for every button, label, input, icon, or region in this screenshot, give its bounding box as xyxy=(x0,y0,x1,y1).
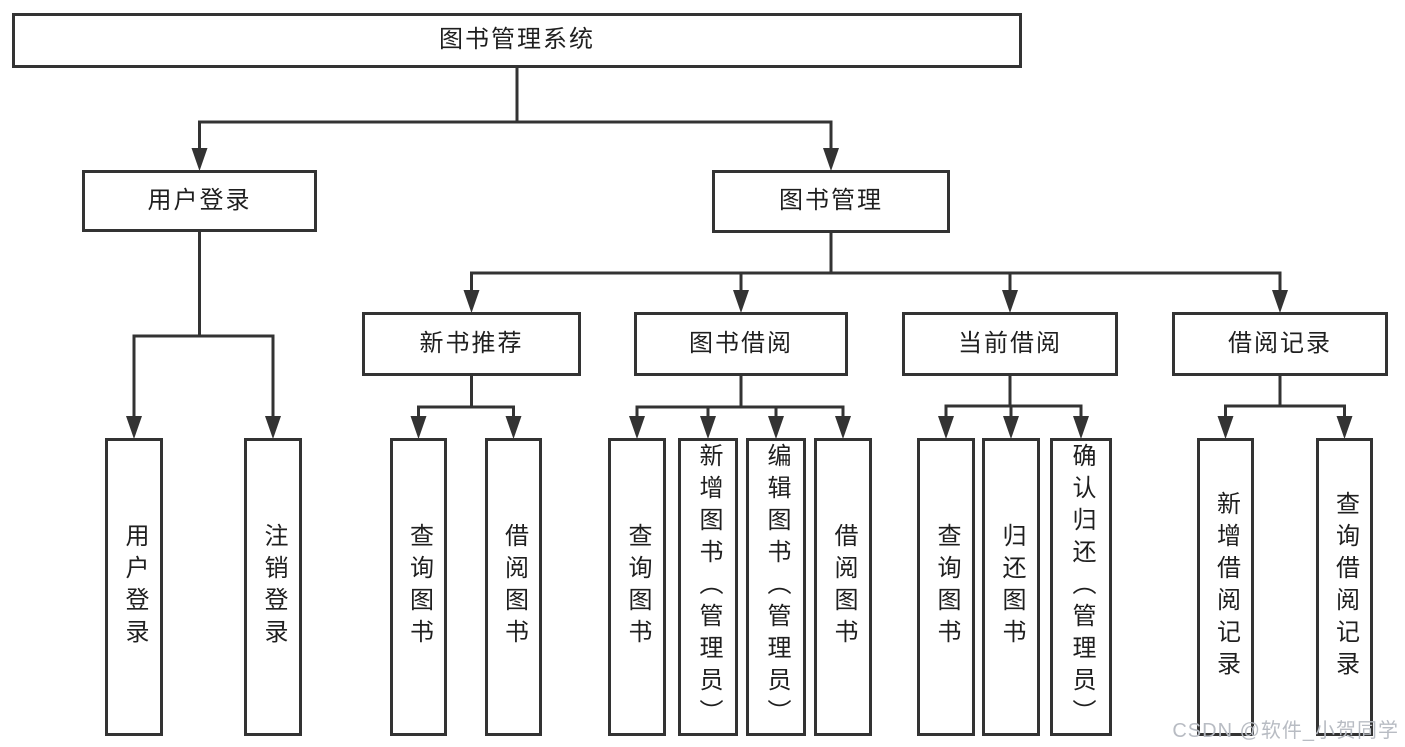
node-book-borrow: 图书借阅 xyxy=(634,312,848,376)
node-label: 确认归还（管理员） xyxy=(1068,443,1095,731)
node-new-book-rec: 新书推荐 xyxy=(362,312,581,376)
node-bb-borrow-books: 借阅图书 xyxy=(814,438,872,736)
node-label: 当前借阅 xyxy=(958,329,1062,357)
node-bb-query-books: 查询图书 xyxy=(608,438,666,736)
node-label: 借阅图书 xyxy=(500,523,528,651)
node-br-query-record: 查询借阅记录 xyxy=(1316,438,1373,736)
node-label: 查询图书 xyxy=(405,523,433,651)
node-label: 借阅图书 xyxy=(830,523,857,651)
node-label: 借阅记录 xyxy=(1228,329,1332,357)
node-bb-edit-books: 编辑图书（管理员） xyxy=(746,438,806,736)
node-current-borrow: 当前借阅 xyxy=(902,312,1118,376)
node-label: 图书管理系统 xyxy=(439,26,595,54)
node-label: 查询图书 xyxy=(933,523,960,651)
node-label: 图书借阅 xyxy=(689,329,793,357)
node-logout: 注销登录 xyxy=(244,438,302,736)
node-label: 新书推荐 xyxy=(419,329,524,357)
node-label: 用户登录 xyxy=(121,523,148,651)
node-book-mgmt: 图书管理 xyxy=(712,170,950,233)
node-user-login: 用户登录 xyxy=(82,170,317,232)
node-cb-return-books: 归还图书 xyxy=(982,438,1040,736)
node-borrow-records: 借阅记录 xyxy=(1172,312,1388,376)
node-nbr-borrow-books: 借阅图书 xyxy=(485,438,542,736)
node-cb-confirm-return: 确认归还（管理员） xyxy=(1050,438,1112,736)
node-root: 图书管理系统 xyxy=(12,13,1022,68)
node-label: 归还图书 xyxy=(998,523,1025,651)
node-bb-add-books: 新增图书（管理员） xyxy=(678,438,738,736)
node-label: 编辑图书（管理员） xyxy=(763,443,790,731)
node-label: 查询图书 xyxy=(624,523,651,651)
node-label: 用户登录 xyxy=(147,186,252,214)
node-label: 新增借阅记录 xyxy=(1212,491,1240,683)
node-cb-query-books: 查询图书 xyxy=(917,438,975,736)
node-label: 查询借阅记录 xyxy=(1331,491,1359,683)
watermark: CSDN @软件_小贺同学 xyxy=(1172,720,1399,742)
node-label: 新增图书（管理员） xyxy=(695,443,722,731)
node-label: 图书管理 xyxy=(779,187,883,215)
node-login: 用户登录 xyxy=(105,438,163,736)
node-br-add-record: 新增借阅记录 xyxy=(1197,438,1254,736)
node-nbr-query-books: 查询图书 xyxy=(390,438,447,736)
node-label: 注销登录 xyxy=(260,523,287,651)
